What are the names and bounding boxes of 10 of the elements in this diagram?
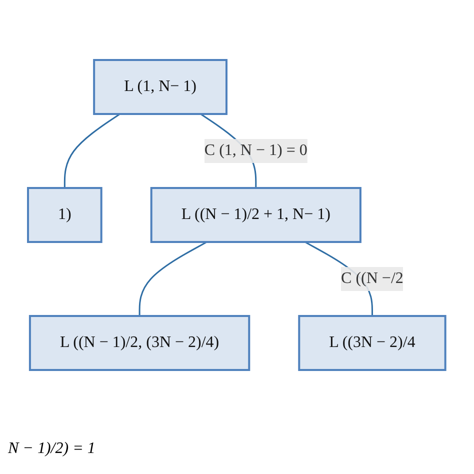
node-box: L ((3N − 2)/4	[298, 314, 447, 371]
node-box: 1)	[27, 187, 103, 243]
connector	[139, 241, 208, 316]
edge-label: C (1, N − 1) = 0	[204, 142, 308, 159]
edge-label: C ((N −/2	[341, 270, 404, 287]
node-box: L (1, N− 1)	[93, 59, 228, 115]
formula-label: N − 1)/2) = 1	[8, 440, 96, 457]
node-box: L ((N − 1)/2, (3N − 2)/4)	[29, 314, 250, 371]
node-box: L ((N − 1)/2 + 1, N− 1)	[150, 187, 362, 243]
connector	[64, 113, 121, 188]
